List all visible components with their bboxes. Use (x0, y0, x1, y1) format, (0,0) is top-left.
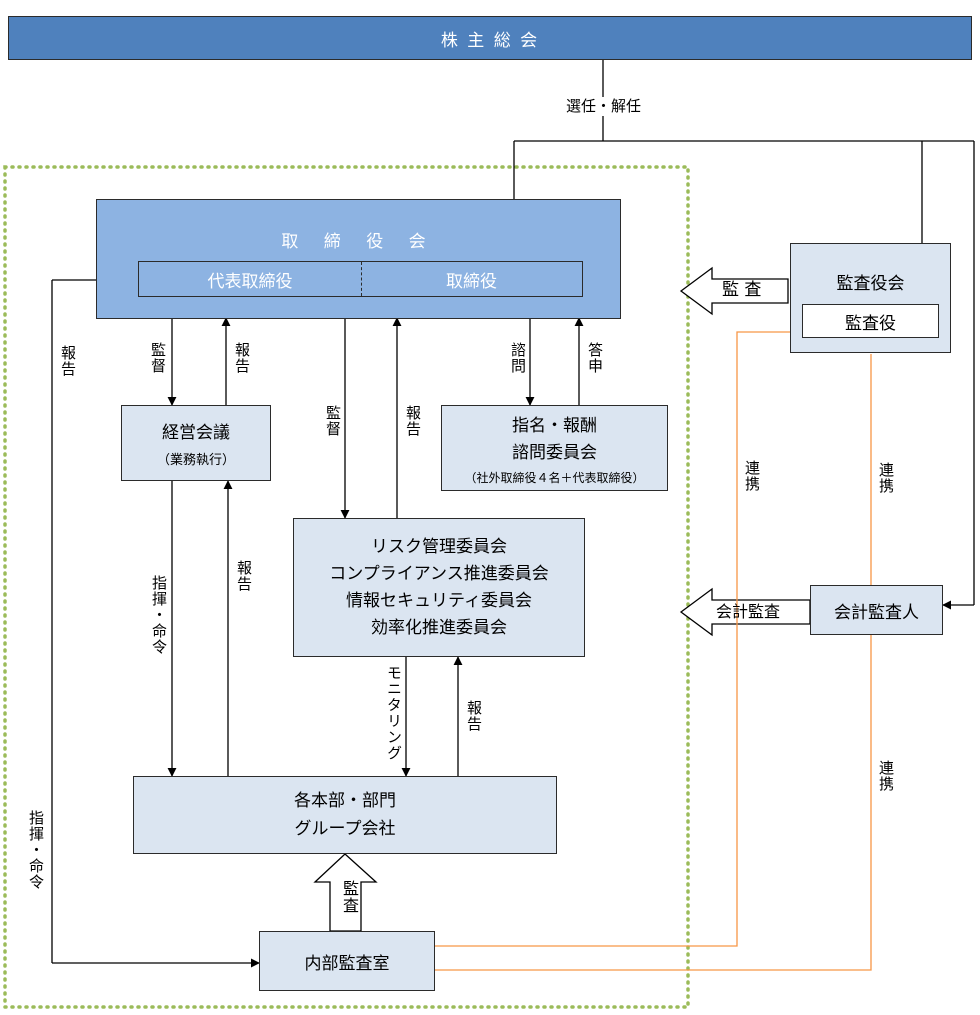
report-label-committees-lower: 報告 (465, 700, 483, 732)
supervise-label-committees: 監督 (324, 405, 342, 437)
director-label: 取締役 (446, 271, 497, 292)
consult-label: 諮問 (509, 342, 527, 374)
report-label-mgmt: 報告 (233, 342, 251, 374)
cooperation-label-auditor-accounting: 連携 (877, 462, 895, 494)
accounting-audit-arrow-label: 会計監査 (716, 602, 781, 621)
audit-board-label: 監査役会 (836, 274, 905, 294)
committee-item: リスク管理委員会 (371, 536, 507, 557)
command-label-mgmt: 指揮・命令 (150, 575, 168, 655)
internal-audit-arrow-label: 監査 (340, 880, 359, 914)
audit-board-box: 監査役会 監査役 (790, 243, 951, 353)
auditor-label: 監査役 (845, 313, 896, 334)
shareholders-meeting-label: 株 主 総 会 (440, 30, 540, 51)
committee-item: コンプライアンス推進委員会 (329, 563, 549, 584)
cooperation-label-auditor-internal: 連携 (743, 460, 761, 492)
report-label-committees: 報告 (404, 405, 422, 437)
management-meeting-box: 経営会議 （業務執行） (121, 405, 271, 481)
audit-arrow (679, 266, 789, 316)
monitoring-label: モニタリング (385, 665, 403, 761)
report-label-departments: 報告 (235, 560, 253, 592)
nomination-label-line1: 指名・報酬 (512, 415, 597, 436)
supervise-label-mgmt: 監督 (149, 342, 167, 374)
cooperation-label-accounting-internal: 連携 (877, 760, 895, 792)
elect-dismiss-label: 選任・解任 (562, 97, 646, 116)
representative-director-label: 代表取締役 (207, 271, 293, 292)
accounting-auditor-label: 会計監査人 (834, 602, 919, 623)
company-boundary (3, 165, 690, 1009)
accounting-auditor-box: 会計監査人 (810, 585, 943, 635)
departments-label-line1: 各本部・部門 (294, 791, 396, 811)
committees-box: リスク管理委員会 コンプライアンス推進委員会 情報セキュリティ委員会 効率化推進… (293, 518, 585, 657)
answer-label: 答申 (586, 342, 604, 374)
auditor-box: 監査役 (802, 304, 939, 338)
nomination-committee-box: 指名・報酬 諮問委員会 （社外取締役４名＋代表取締役） (441, 405, 668, 491)
directors-row: 代表取締役 取締役 (138, 261, 583, 297)
departments-box: 各本部・部門 グループ会社 (133, 776, 557, 854)
departments-label-line2: グループ会社 (294, 819, 396, 839)
command-label-left-loop: 指揮・命令 (27, 810, 45, 890)
internal-audit-office-box: 内部監査室 (259, 931, 435, 991)
committee-item: 効率化推進委員会 (371, 617, 507, 638)
management-meeting-sub-label: （業務執行） (156, 453, 235, 468)
nomination-label-line2: 諮問委員会 (512, 442, 597, 463)
shareholders-meeting-box: 株 主 総 会 (8, 16, 972, 60)
audit-arrow-label: 監 査 (722, 280, 762, 300)
internal-audit-office-label: 内部監査室 (304, 953, 390, 974)
report-label-left-loop: 報告 (59, 345, 77, 377)
committee-item: 情報セキュリティ委員会 (346, 590, 532, 611)
nomination-sub-label: （社外取締役４名＋代表取締役） (464, 470, 645, 485)
board-of-directors-box: 取 締 役 会 代表取締役 取締役 (96, 199, 621, 319)
board-label: 取 締 役 会 (281, 232, 436, 252)
management-meeting-label: 経営会議 (162, 423, 230, 443)
